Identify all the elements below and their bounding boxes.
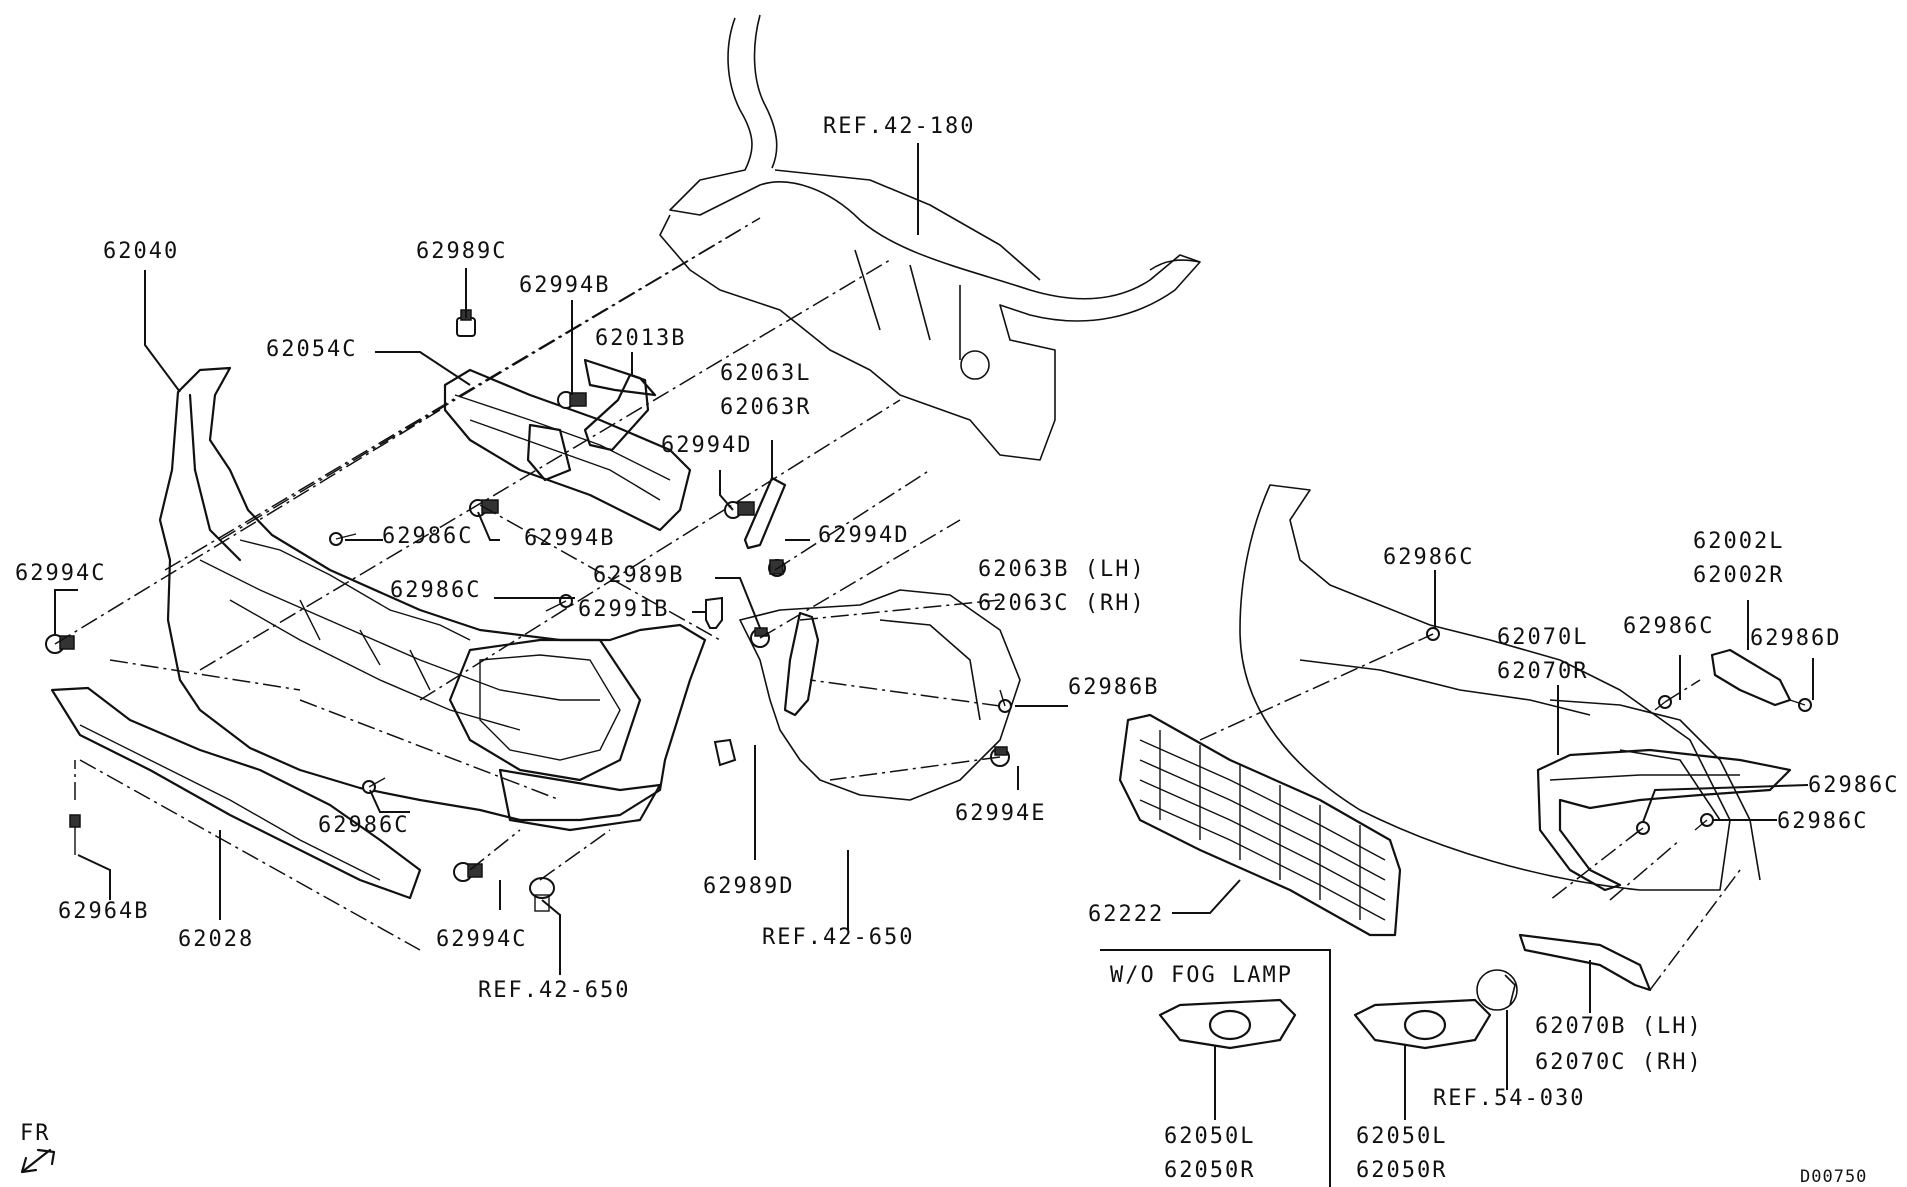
side-bracket-62063b xyxy=(783,611,820,717)
label-62063b-lh: 62063B (LH) xyxy=(978,557,1146,582)
rear-bumper-reference xyxy=(1239,484,1761,891)
label-62991b: 62991B xyxy=(578,597,669,622)
label-62050r-a: 62050R xyxy=(1164,1158,1255,1183)
label-62222: 62222 xyxy=(1088,902,1164,927)
fasteners xyxy=(45,309,1812,912)
label-62986c-d: 62986C xyxy=(1383,545,1474,570)
label-62070r: 62070R xyxy=(1497,659,1588,684)
fog-lamp-bracket-62002 xyxy=(1710,648,1792,707)
label-62994d-a: 62994D xyxy=(661,433,752,458)
label-62964b: 62964B xyxy=(58,899,149,924)
fog-lamp-cover-with-fog xyxy=(1353,998,1492,1050)
bumper-garnish-62070b xyxy=(1518,933,1652,992)
inset-box-no-fog-lamp: W/O FOG LAMP xyxy=(1100,949,1331,1187)
pin-62964b xyxy=(69,814,81,855)
label-ref-42-650-bottom: REF.42-650 xyxy=(478,978,630,1003)
fr-label: FR xyxy=(20,1121,51,1146)
screw-62986d xyxy=(1789,698,1812,712)
label-62002r: 62002R xyxy=(1693,563,1784,588)
screw-62986b xyxy=(998,689,1012,713)
label-62050l-b: 62050L xyxy=(1356,1124,1447,1149)
label-62013b: 62013B xyxy=(595,326,686,351)
label-62989c: 62989C xyxy=(416,239,507,264)
leader-lines xyxy=(54,143,1814,1120)
label-62002l: 62002L xyxy=(1693,529,1784,554)
label-62070l: 62070L xyxy=(1497,625,1588,650)
label-62994e: 62994E xyxy=(955,801,1046,826)
fender-liner-reference xyxy=(739,589,1021,801)
clip-ref-42-650 xyxy=(529,877,555,912)
fog-lamp-cover-no-fog xyxy=(1158,998,1297,1050)
label-62050r-b: 62050R xyxy=(1356,1158,1447,1183)
clip-62991b xyxy=(705,596,723,629)
lower-grille xyxy=(1118,713,1402,937)
screw-62986c-d xyxy=(1419,627,1440,641)
label-62986c-g: 62986C xyxy=(1777,809,1868,834)
front-direction-arrow: FR xyxy=(20,1121,56,1174)
label-62054c: 62054C xyxy=(266,337,357,362)
label-62994c-bottom: 62994C xyxy=(436,927,527,952)
fog-lamp-bezel xyxy=(1536,748,1792,892)
label-62989b: 62989B xyxy=(593,563,684,588)
label-62040: 62040 xyxy=(103,239,179,264)
label-62063c-rh: 62063C (RH) xyxy=(978,591,1146,616)
bolt-62994c-bottom xyxy=(453,862,483,882)
screw-62986c-g xyxy=(1694,813,1714,831)
bumper-reinforcement xyxy=(443,358,692,532)
label-62070c-rh: 62070C (RH) xyxy=(1535,1050,1703,1075)
part-labels: REF.42-180 62040 62989C 62994B 62013B 62… xyxy=(15,114,1899,1187)
label-62994d-b: 62994D xyxy=(818,523,909,548)
label-ref-42-180: REF.42-180 xyxy=(823,114,975,139)
assembly-lines xyxy=(54,217,1741,991)
label-62986c-e: 62986C xyxy=(1623,614,1714,639)
radiator-support-reference xyxy=(659,14,1201,461)
label-62986b: 62986B xyxy=(1068,675,1159,700)
label-62028: 62028 xyxy=(178,927,254,952)
label-ref-42-650-right: REF.42-650 xyxy=(762,925,914,950)
label-62986d: 62986D xyxy=(1750,626,1841,651)
front-bumper-fascia xyxy=(158,366,707,832)
label-ref-54-030: REF.54-030 xyxy=(1433,1086,1585,1111)
bolt-62994b-top xyxy=(557,391,587,409)
label-62994b-top: 62994B xyxy=(519,273,610,298)
label-62063r: 62063R xyxy=(720,395,811,420)
bolt-62994c-left xyxy=(45,634,75,654)
label-62986c-f: 62986C xyxy=(1808,773,1899,798)
label-62986c-c: 62986C xyxy=(318,813,409,838)
fog-lamp-reference xyxy=(1476,969,1518,1011)
label-62994c-left: 62994C xyxy=(15,561,106,586)
screw-62986c-a xyxy=(329,532,357,546)
label-62050l-a: 62050L xyxy=(1164,1124,1255,1149)
label-62063l: 62063L xyxy=(720,361,811,386)
label-62989d: 62989D xyxy=(703,874,794,899)
inset-title: W/O FOG LAMP xyxy=(1110,963,1293,988)
bolt-62994e xyxy=(990,746,1010,767)
label-62986c-a: 62986C xyxy=(382,524,473,549)
label-62070b-lh: 62070B (LH) xyxy=(1535,1014,1703,1039)
label-62994b-mid: 62994B xyxy=(524,526,615,551)
bumper-bracket-62013b xyxy=(583,373,650,452)
screw-62986c-c xyxy=(362,777,386,794)
lower-spoiler xyxy=(50,686,422,900)
side-bracket-62063 xyxy=(743,476,787,550)
clip-62989d xyxy=(713,738,737,767)
diagram-code: D00750 xyxy=(1800,1167,1867,1187)
bolt-62994d-b xyxy=(768,559,786,577)
screw-62986c-e xyxy=(1654,695,1672,711)
label-62986c-b: 62986C xyxy=(390,578,481,603)
